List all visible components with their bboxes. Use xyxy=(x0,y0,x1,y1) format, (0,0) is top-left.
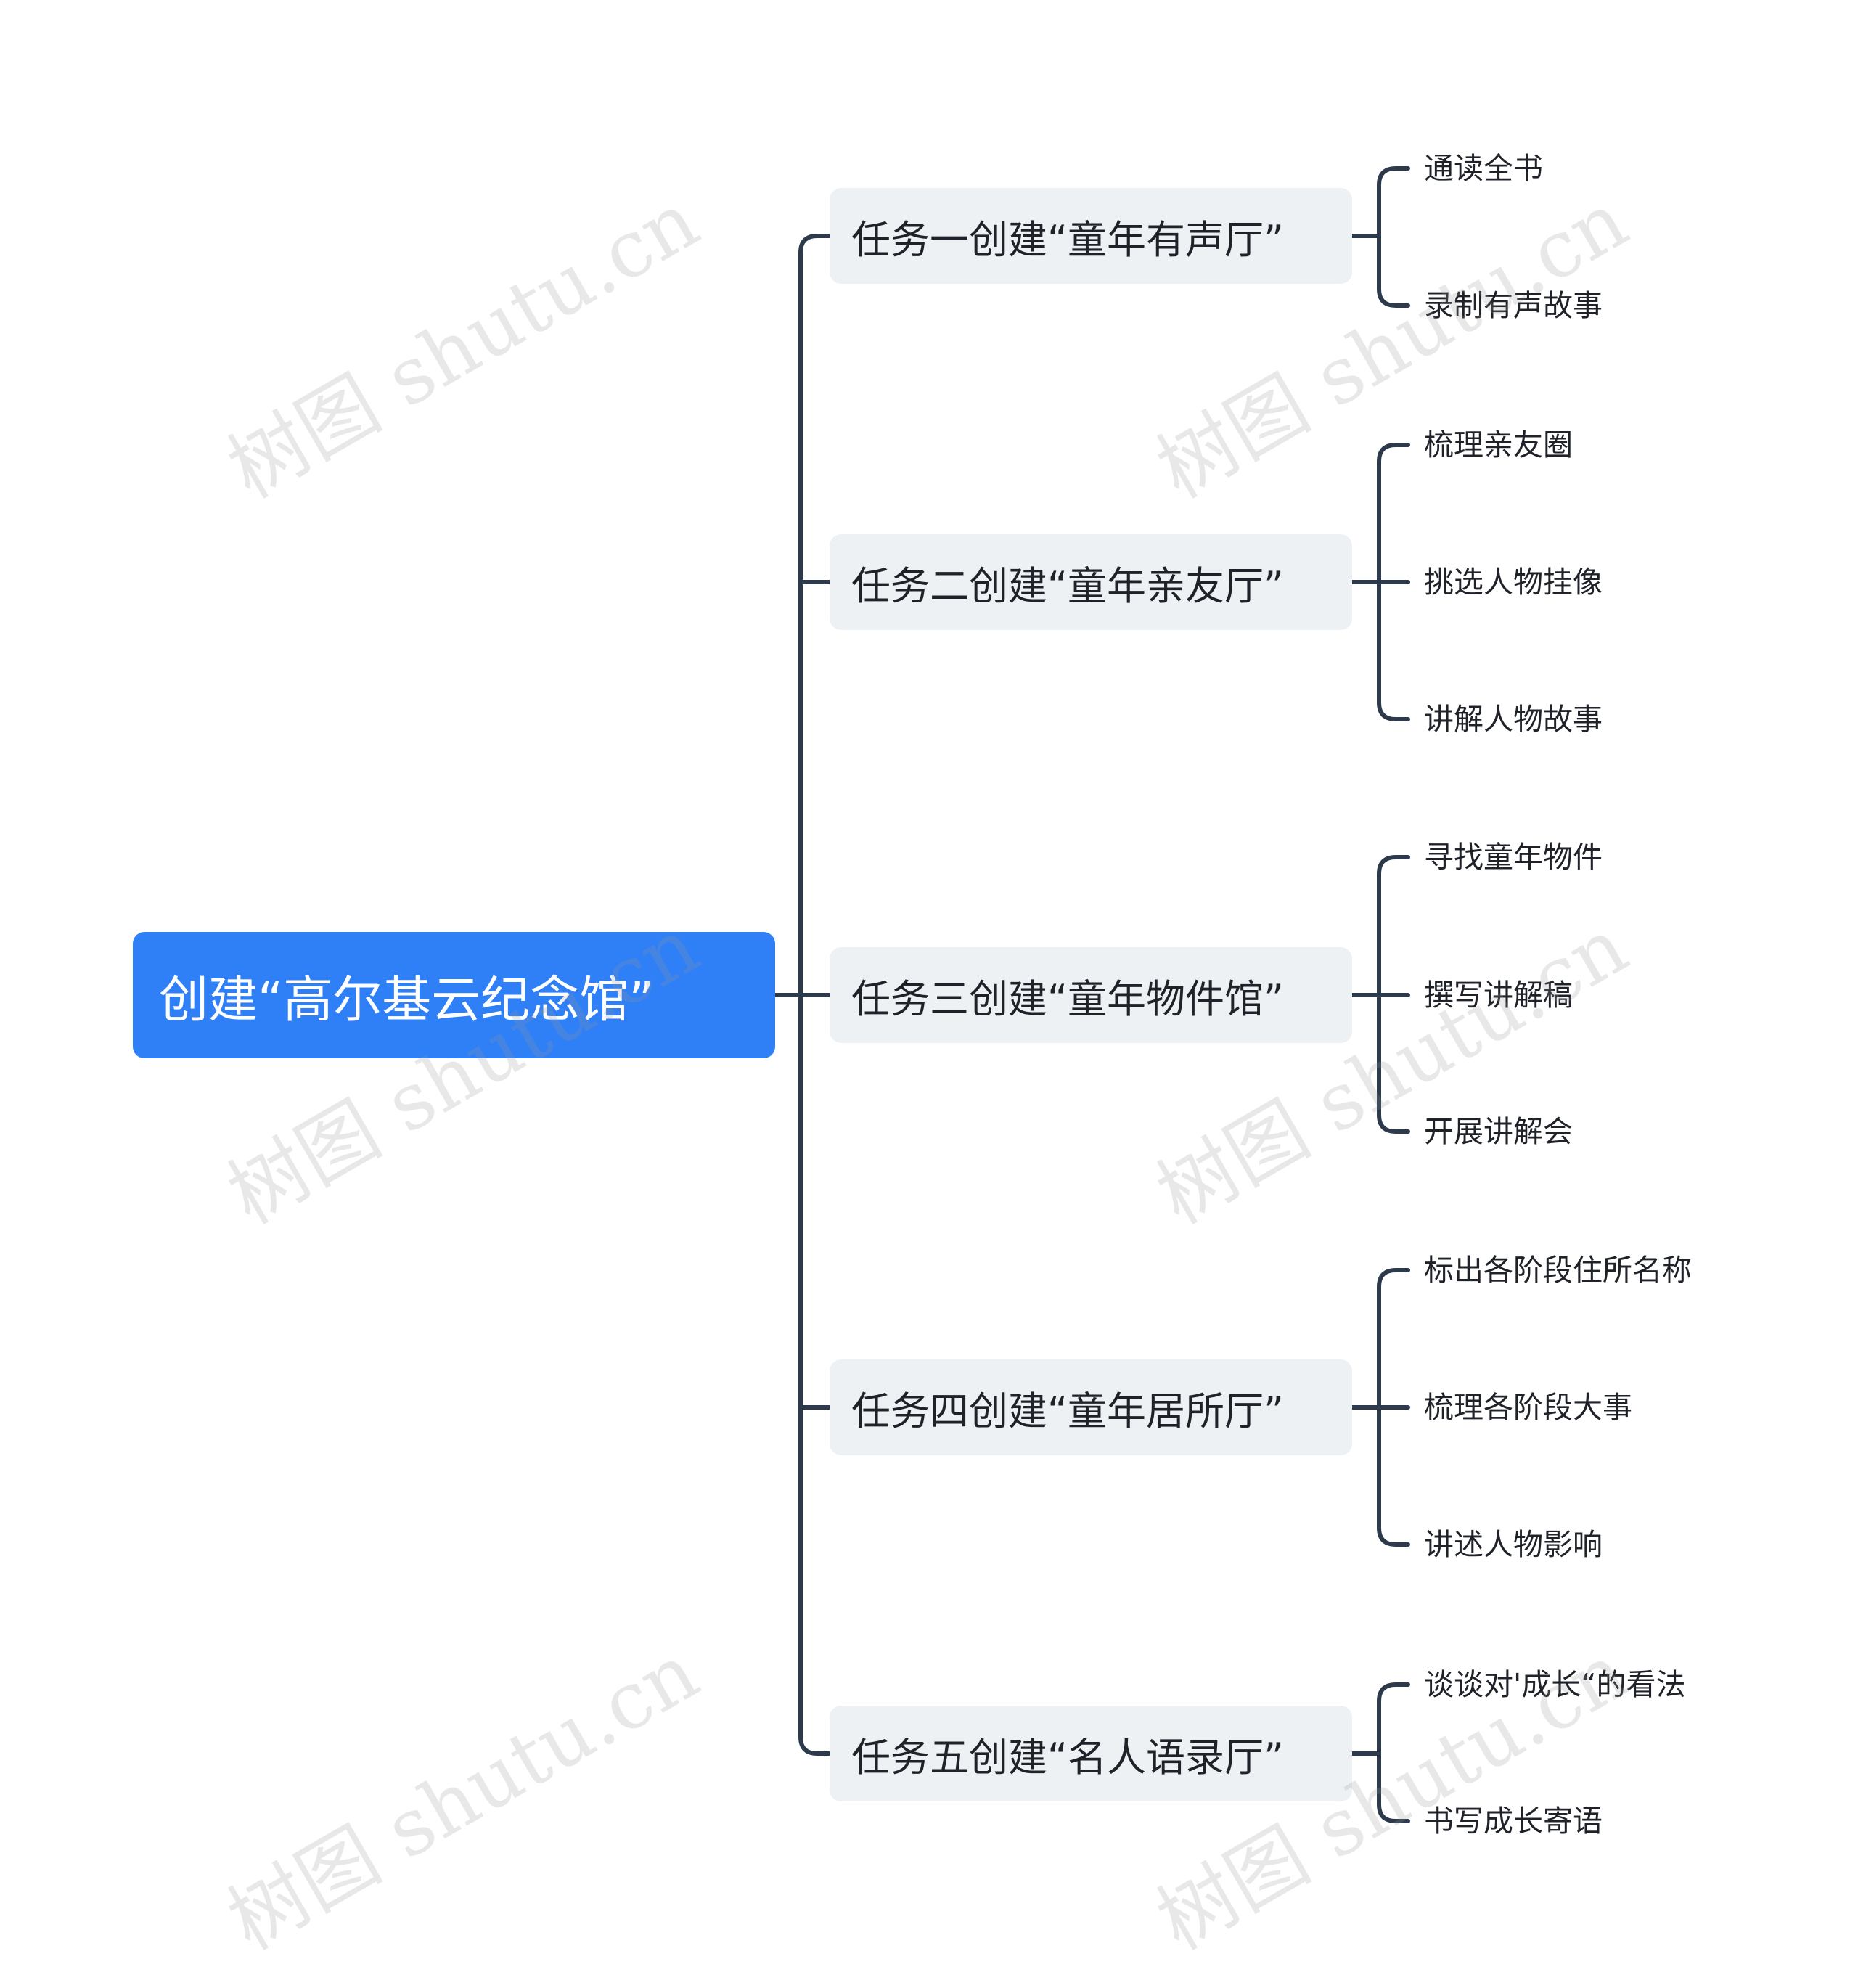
branch-1-child-connector xyxy=(1350,166,1410,308)
leaf-node[interactable]: 挑选人物挂像 xyxy=(1424,565,1603,600)
branch-node-2[interactable]: 任务二创建“童年亲友厅” xyxy=(830,534,1352,630)
branch-node-1[interactable]: 任务一创建“童年有声厅” xyxy=(830,188,1352,284)
branch-label: 任务三创建“童年物件馆” xyxy=(851,975,1284,1022)
leaf-node[interactable]: 梳理亲友圈 xyxy=(1424,428,1573,462)
leaf-node[interactable]: 标出各阶段住所名称 xyxy=(1424,1253,1692,1288)
leaf-node[interactable]: 讲解人物故事 xyxy=(1424,702,1603,737)
leaf-node[interactable]: 撰写讲解稿 xyxy=(1424,978,1573,1013)
leaf-node[interactable]: 书写成长寄语 xyxy=(1424,1804,1603,1838)
branch-5-child-connector xyxy=(1350,1682,1410,1823)
leaf-node[interactable]: 寻找童年物件 xyxy=(1424,840,1603,875)
leaf-node[interactable]: 录制有声故事 xyxy=(1424,288,1603,323)
root-node[interactable]: 创建“高尔基云纪念馆” xyxy=(133,932,775,1058)
branch-label: 任务五创建“名人语录厅” xyxy=(851,1734,1284,1780)
leaf-node[interactable]: 梳理各阶段大事 xyxy=(1424,1390,1632,1425)
branch-label: 任务二创建“童年亲友厅” xyxy=(851,563,1284,609)
branch-node-3[interactable]: 任务三创建“童年物件馆” xyxy=(830,947,1352,1043)
branch-label: 任务四创建“童年居所厅” xyxy=(851,1388,1284,1434)
leaf-node[interactable]: 通读全书 xyxy=(1424,151,1543,186)
branch-node-5[interactable]: 任务五创建“名人语录厅” xyxy=(830,1706,1352,1801)
leaf-node[interactable]: 开展讲解会 xyxy=(1424,1114,1573,1149)
branch-node-4[interactable]: 任务四创建“童年居所厅” xyxy=(830,1359,1352,1455)
branch-3-child-connector xyxy=(1350,855,1410,1134)
branch-4-child-connector xyxy=(1350,1268,1410,1547)
branch-2-child-connector xyxy=(1350,443,1410,721)
branch-label: 任务一创建“童年有声厅” xyxy=(851,216,1284,263)
leaf-node[interactable]: 讲述人物影响 xyxy=(1424,1527,1603,1562)
leaf-node[interactable]: 谈谈对'成长“的看法 xyxy=(1424,1667,1686,1702)
root-label: 创建“高尔基云纪念馆” xyxy=(159,971,655,1029)
